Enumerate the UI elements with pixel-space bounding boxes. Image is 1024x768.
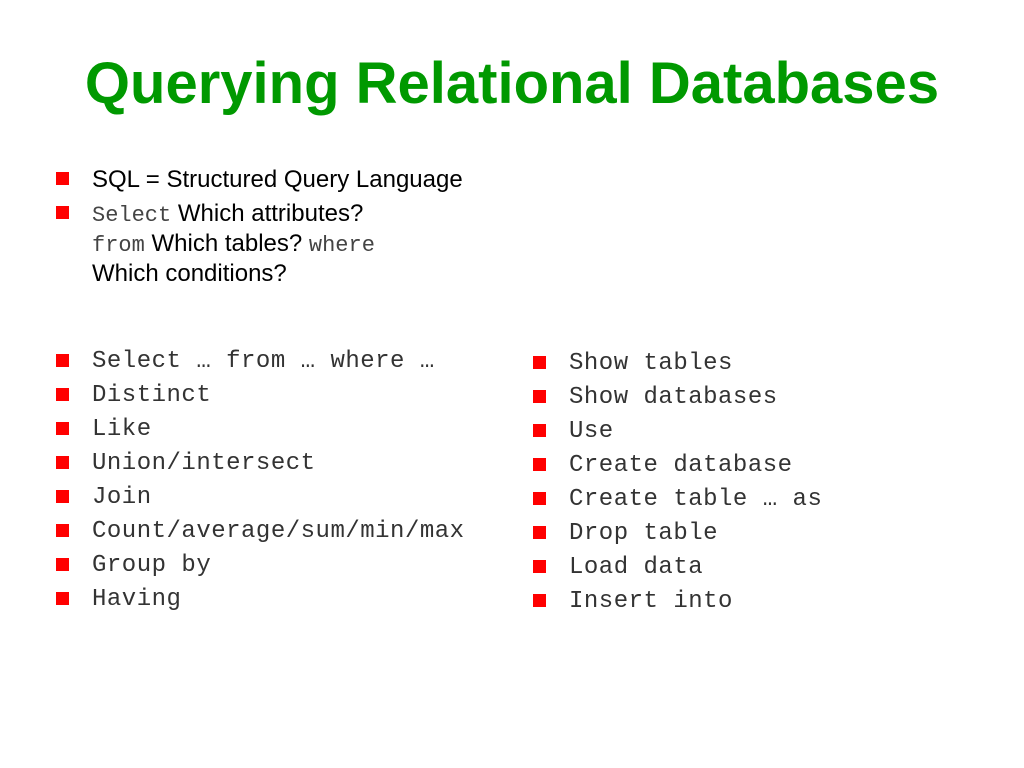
list-item: Distinct (56, 382, 496, 409)
keyword-where: where (308, 233, 375, 258)
text-which-attributes: Which attributes? (171, 200, 364, 227)
list-item: Like (56, 416, 496, 443)
intro-item-sql-text: SQL = Structured Query Language (92, 166, 463, 193)
list-item-text: Join (92, 484, 152, 511)
square-bullet-icon (533, 356, 546, 369)
square-bullet-icon (56, 456, 69, 469)
square-bullet-icon (533, 390, 546, 403)
square-bullet-icon (56, 354, 69, 367)
square-bullet-icon (56, 592, 69, 605)
text-which-conditions: Which conditions? (92, 260, 287, 287)
list-item-text: Having (92, 586, 182, 613)
list-item-text: Drop table (569, 520, 719, 547)
keyword-from: from (92, 233, 145, 258)
list-item: Having (56, 586, 496, 613)
list-item-text: Insert into (569, 588, 733, 615)
square-bullet-icon (533, 424, 546, 437)
square-bullet-icon (533, 458, 546, 471)
list-item-text: Distinct (92, 382, 212, 409)
square-bullet-icon (56, 172, 69, 185)
list-item-text: Union/intersect (92, 450, 316, 477)
square-bullet-icon (533, 594, 546, 607)
square-bullet-icon (56, 524, 69, 537)
list-item: Join (56, 484, 496, 511)
list-item-text: Show tables (569, 350, 733, 377)
list-item-text: Select … from … where … (92, 348, 435, 375)
list-item-text: Use (569, 418, 614, 445)
square-bullet-icon (56, 388, 69, 401)
list-item: Show databases (533, 384, 993, 411)
list-item-text: Count/average/sum/min/max (92, 518, 465, 545)
square-bullet-icon (533, 526, 546, 539)
list-item: Select … from … where … (56, 348, 496, 375)
intro-list: SQL = Structured Query Language Select W… (56, 166, 476, 294)
list-item: Load data (533, 554, 993, 581)
square-bullet-icon (533, 560, 546, 573)
list-item: Union/intersect (56, 450, 496, 477)
list-item-text: Create table … as (569, 486, 823, 513)
square-bullet-icon (533, 492, 546, 505)
square-bullet-icon (56, 558, 69, 571)
right-command-list: Show tables Show databases Use Create da… (533, 350, 993, 622)
list-item: Count/average/sum/min/max (56, 518, 496, 545)
list-item: Drop table (533, 520, 993, 547)
list-item: Show tables (533, 350, 993, 377)
text-which-tables: Which tables? (144, 230, 309, 257)
list-item-text: Load data (569, 554, 704, 581)
list-item-text: Group by (92, 552, 212, 579)
list-item-text: Create database (569, 452, 793, 479)
list-item: Use (533, 418, 993, 445)
square-bullet-icon (56, 490, 69, 503)
list-item: Create database (533, 452, 993, 479)
list-item: Insert into (533, 588, 993, 615)
left-command-list: Select … from … where … Distinct Like Un… (56, 348, 496, 620)
list-item-text: Like (92, 416, 152, 443)
list-item-text: Show databases (569, 384, 778, 411)
square-bullet-icon (56, 206, 69, 219)
list-item: Group by (56, 552, 496, 579)
keyword-select: Select (92, 203, 172, 228)
slide-title: Querying Relational Databases (84, 51, 940, 116)
list-item: Create table … as (533, 486, 993, 513)
intro-item-sql: SQL = Structured Query Language (56, 166, 476, 194)
intro-item-select: Select Which attributes? from Which tabl… (56, 200, 476, 288)
square-bullet-icon (56, 422, 69, 435)
